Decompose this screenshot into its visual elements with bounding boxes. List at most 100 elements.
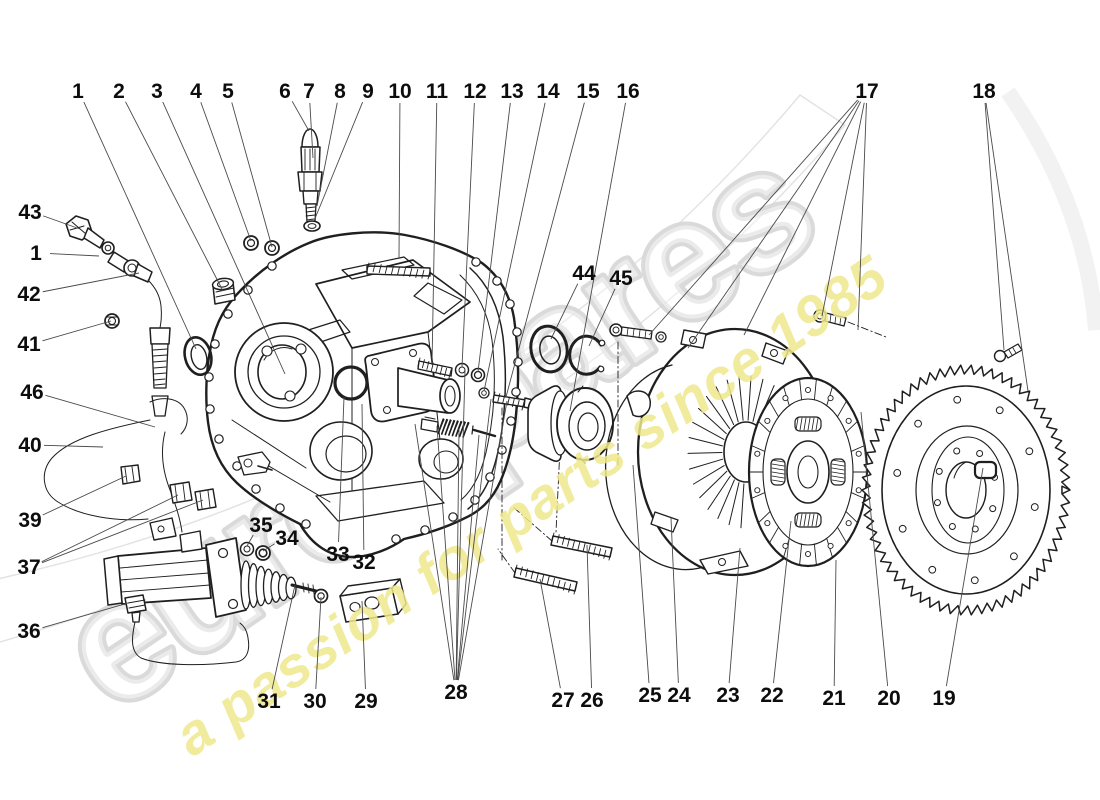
callout-8: 8 [334,80,346,103]
leader-line-21 [833,559,837,687]
leader-line-37 [41,499,204,564]
callout-44: 44 [572,262,596,285]
callout-17: 17 [855,80,878,103]
callout-39: 39 [18,509,41,532]
leader-line-22 [773,520,792,684]
leader-line-37 [41,494,179,563]
washer-35 [239,541,255,557]
leader-line-34 [262,543,275,552]
leader-line-17 [687,100,860,349]
studs-and-fasteners [366,262,613,595]
callout-30: 30 [303,690,326,713]
leader-line-1 [49,253,100,257]
seal-ring-44 [529,324,569,374]
callout-34: 34 [275,527,299,550]
callout-13: 13 [500,80,523,103]
leader-line-8 [316,102,338,207]
leader-line-28 [436,425,456,681]
clip-39 [120,464,141,485]
callout-45: 45 [609,267,633,290]
callout-7: 7 [303,80,315,103]
callout-10: 10 [388,80,411,103]
leader-line-43 [43,215,81,230]
screw-plug-2 [211,277,236,305]
leader-line-16 [569,102,626,412]
callout-25: 25 [638,684,662,707]
leader-line-28 [455,370,466,681]
leader-line-27 [539,578,561,689]
callout-36: 36 [17,620,40,643]
leader-line-41 [42,320,112,342]
cover-bolts-17 [609,309,887,469]
flywheel-19 [861,364,1071,616]
callout-26: 26 [580,689,603,712]
leader-line-7 [309,102,314,159]
callout-40: 40 [18,434,41,457]
leader-line-17 [648,99,859,336]
leader-line-32 [361,403,365,551]
slave-cylinder-31 [103,517,318,618]
leader-line-18 [984,102,1005,351]
leader-line-44 [550,283,579,340]
leader-line-1 [83,101,197,350]
callout-9: 9 [362,80,374,103]
callout-1: 1 [72,80,84,103]
leader-line-18 [985,102,1029,392]
leader-line-9 [313,101,364,222]
leader-line-40 [43,444,104,448]
banjo-bolt-43 [65,215,153,283]
switch-sensor-6-7-8-9 [297,128,323,232]
union-bolt-36 [124,594,250,666]
leader-line-28 [455,428,460,681]
callout-18: 18 [972,80,996,103]
callout-23: 23 [716,684,739,707]
callout-32: 32 [352,551,375,574]
callout-21: 21 [822,687,846,710]
leader-line-3 [162,101,286,375]
leader-line-17 [821,102,865,317]
leader-line-6 [291,101,310,132]
callout-31: 31 [257,690,281,713]
leader-line-17 [857,102,867,331]
leader-line-35 [246,534,254,547]
nut-34 [255,545,271,561]
leader-line-29 [361,600,366,690]
leader-line-11 [431,102,438,366]
callout-43: 43 [18,201,41,224]
leader-line-15 [505,102,585,398]
callout-22: 22 [760,684,783,707]
leader-line-13 [477,102,511,373]
callout-29: 29 [354,690,377,713]
leader-line-4 [200,102,252,242]
leader-line-5 [231,102,273,248]
callout-46: 46 [20,381,43,404]
callout-14: 14 [536,80,560,103]
nut-41 [104,313,120,329]
callout-35: 35 [249,514,273,537]
clutch-disc-21 [747,376,869,568]
callout-6: 6 [279,80,291,103]
callout-4: 4 [190,80,202,103]
callout-16: 16 [616,80,639,103]
callout-11: 11 [426,80,449,103]
callout-5: 5 [222,80,234,103]
leader-line-17 [743,101,862,336]
clips-37 [169,481,217,511]
callout-12: 12 [463,80,486,103]
leader-line-42 [42,272,140,293]
leader-line-26 [586,544,592,689]
callout-33: 33 [326,543,349,566]
callout-1: 1 [30,242,42,265]
leader-line-33 [338,396,345,543]
leader-line-28 [457,398,492,681]
flywheel-bolt-18 [993,343,1023,363]
leader-line-12 [461,102,475,368]
callout-37: 37 [17,556,40,579]
callout-42: 42 [17,283,40,306]
callout-15: 15 [576,80,600,103]
leader-line-36 [42,602,129,629]
callout-2: 2 [113,80,125,103]
spacer-block-29 [339,578,407,623]
